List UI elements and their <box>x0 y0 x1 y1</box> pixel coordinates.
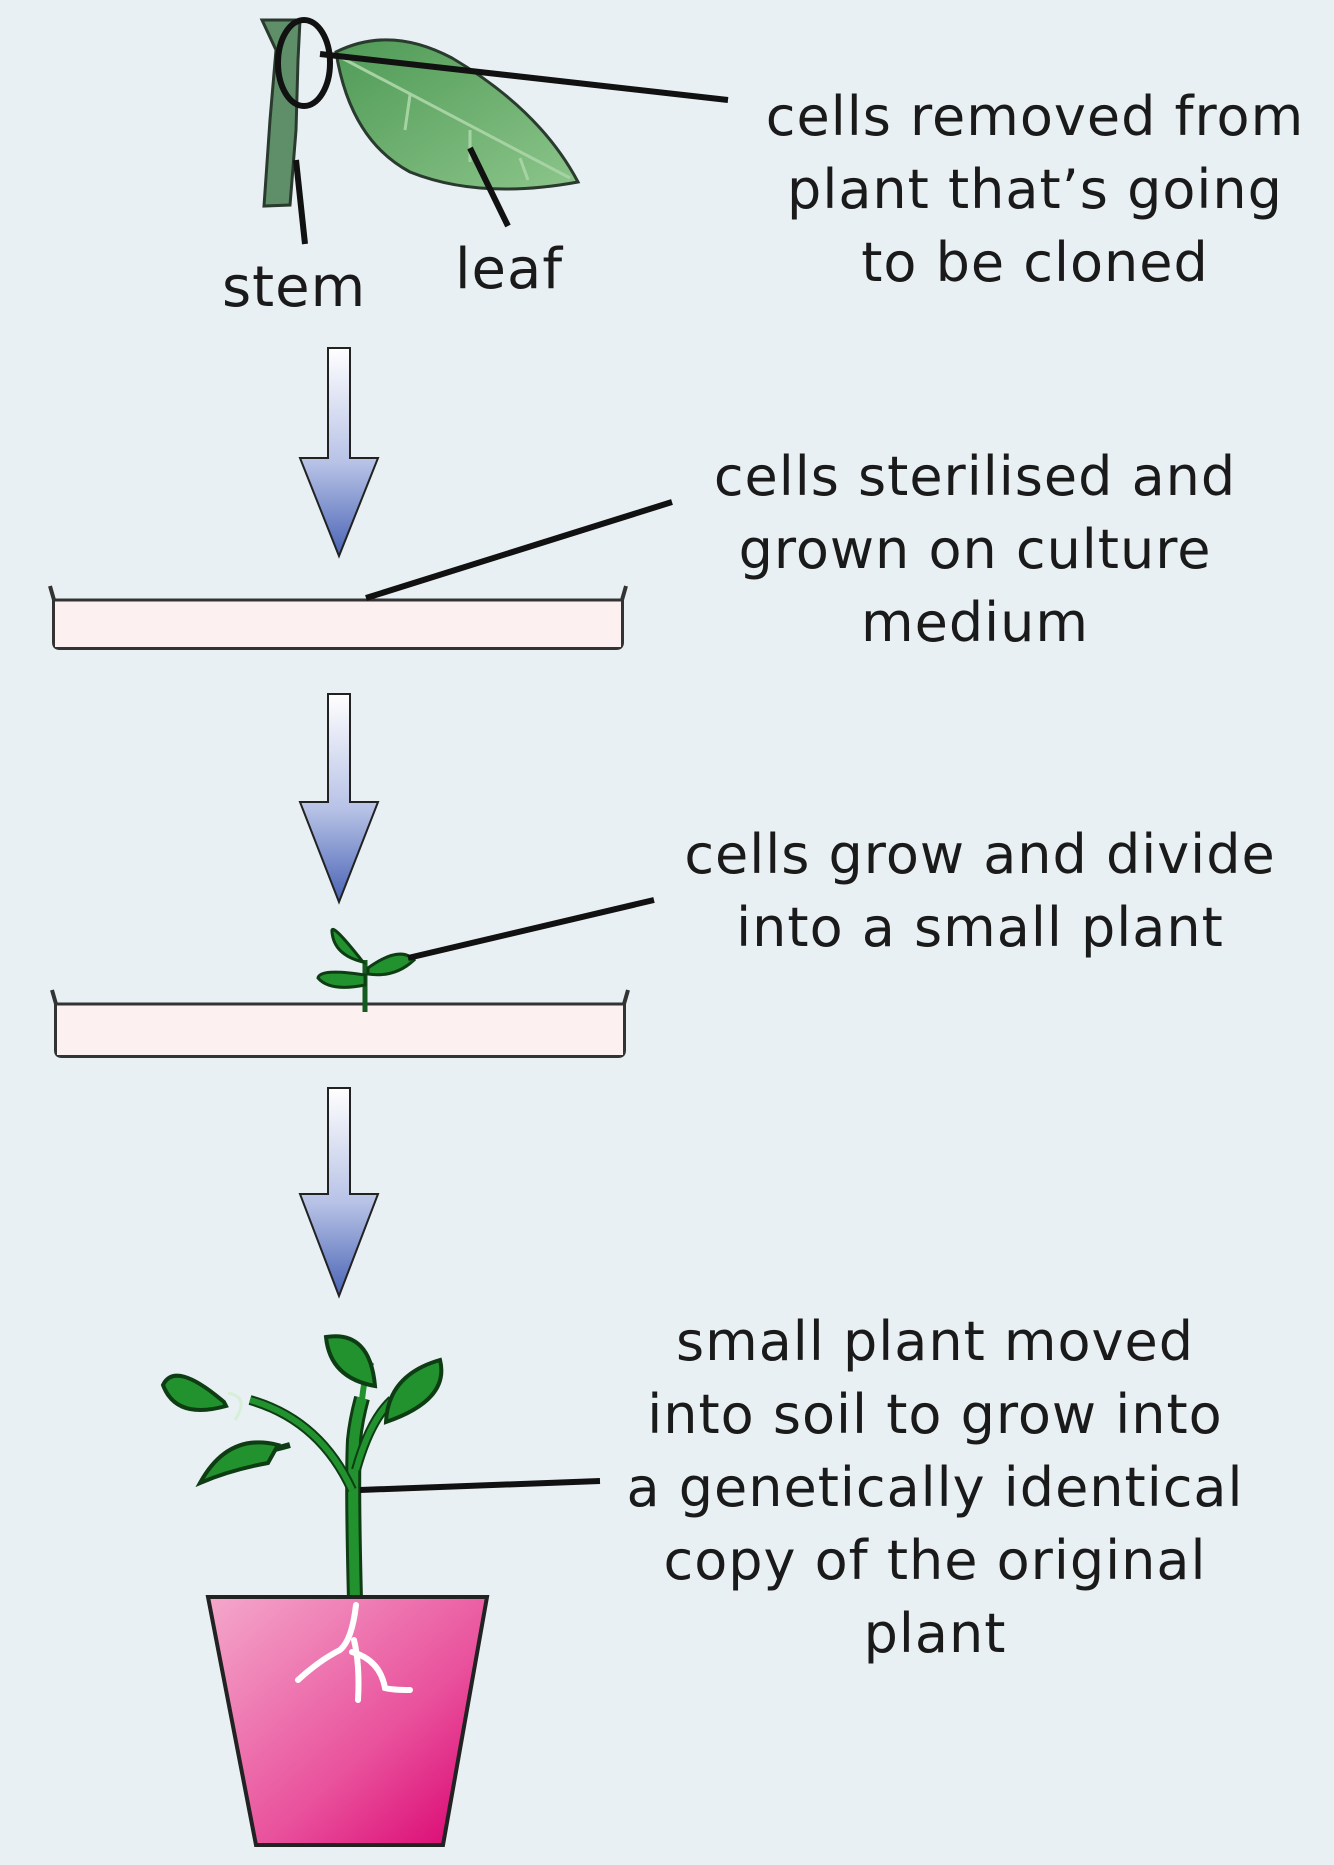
leaf-cutting-icon <box>259 17 729 245</box>
caption-line: copy of the original <box>663 1529 1207 1592</box>
step-1-caption: cells removed from plant that’s going to… <box>760 80 1310 299</box>
caption-line: into soil to grow into <box>647 1383 1223 1446</box>
caption-line: cells removed from <box>765 85 1305 148</box>
step-2-caption: cells sterilised and grown on culture me… <box>700 440 1250 659</box>
step-3-caption: cells grow and divide into a small plant <box>680 818 1280 964</box>
step-4-caption: small plant moved into soil to grow into… <box>620 1305 1250 1670</box>
caption-line: plant <box>863 1602 1007 1665</box>
caption-line: medium <box>861 591 1089 654</box>
down-arrow-icon <box>298 347 380 559</box>
caption-line: plant that’s going <box>787 158 1283 221</box>
potted-plant-icon <box>160 1334 601 1847</box>
down-arrow-icon <box>298 693 380 905</box>
caption-line: cells grow and divide <box>684 823 1276 886</box>
down-arrow-icon <box>298 1087 380 1299</box>
stem-label: stem <box>222 255 367 320</box>
caption-line: a genetically identical <box>626 1456 1244 1519</box>
leaf-label: leaf <box>455 237 564 302</box>
caption-line: grown on culture <box>738 518 1212 581</box>
seedling-icon <box>50 897 655 1058</box>
caption-line: small plant moved <box>675 1310 1195 1373</box>
caption-line: cells sterilised and <box>713 445 1237 508</box>
culture-dish-icon <box>48 499 673 650</box>
caption-line: into a small plant <box>736 896 1224 959</box>
caption-line: to be cloned <box>861 231 1209 294</box>
